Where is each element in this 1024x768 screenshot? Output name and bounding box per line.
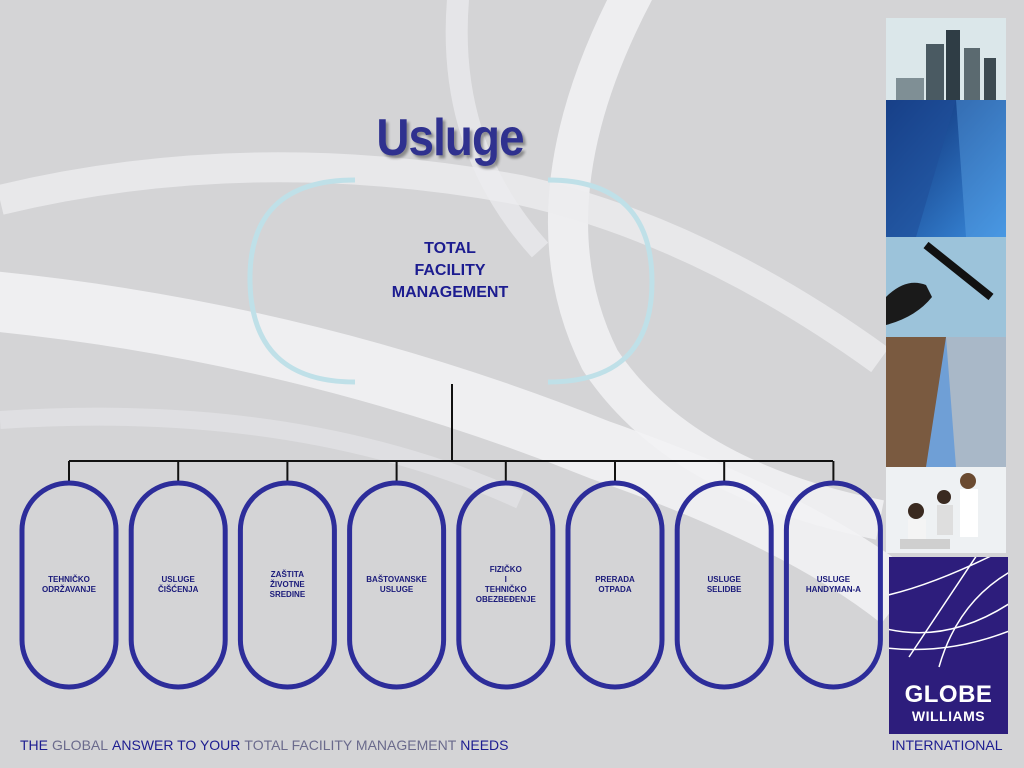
- service-node: [237, 480, 337, 690]
- service-node: [128, 480, 228, 690]
- office-people-photo: [886, 467, 1006, 553]
- service-label-line: ČIŠĆENJA: [157, 585, 199, 594]
- service-node: [783, 480, 883, 690]
- service-label-line: ODRŽAVANJE: [42, 585, 96, 594]
- service-label-line: TEHNIČKO: [48, 575, 90, 584]
- center-ellipse-left-arc: [247, 177, 356, 385]
- service-label-line: HANDYMAN-A: [805, 585, 861, 594]
- service-label-line: USLUGE: [379, 585, 414, 594]
- service-label-line: USLUGE: [707, 575, 741, 584]
- service-node: [456, 480, 556, 690]
- tagline-segment: NEEDS: [460, 737, 509, 753]
- glass-facade-photo: [886, 100, 1006, 237]
- service-label-line: SELIDBE: [706, 585, 742, 594]
- tagline-segment: ANSWER TO YOUR: [112, 737, 241, 753]
- service-node: [674, 480, 774, 690]
- globe-lines-icon: [889, 557, 1008, 668]
- center-label-line: TOTAL: [424, 240, 476, 257]
- skyscrapers-photo: [886, 18, 1006, 100]
- globe-williams-logo: GLOBE WILLIAMS: [889, 557, 1008, 734]
- service-label-line: FIZIČKO: [489, 565, 522, 574]
- slide-title: Usluge: [376, 109, 524, 167]
- photo-strip: [886, 18, 1008, 553]
- service-label-line: I: [504, 575, 507, 584]
- service-label-line: SREDINE: [269, 590, 306, 599]
- service-label-line: BAŠTOVANSKE: [366, 575, 427, 584]
- service-node: [565, 480, 665, 690]
- service-label-line: OBEZBEĐENJE: [475, 595, 536, 604]
- service-node: [19, 480, 119, 690]
- center-ellipse-right-arc: [547, 177, 655, 385]
- center-node-label: TOTAL FACILITY MANAGEMENT: [360, 238, 540, 304]
- service-label-line: PRERADA: [595, 575, 635, 584]
- tagline-segment: THE: [20, 737, 48, 753]
- logo-text-williams: WILLIAMS: [911, 708, 986, 724]
- service-label-line: OTPADA: [598, 585, 632, 594]
- center-label-line: FACILITY: [414, 262, 486, 279]
- towers-upward-photo: [886, 337, 1006, 467]
- logo-text-globe: GLOBE: [904, 681, 993, 708]
- tagline-segment: GLOBAL: [52, 737, 109, 753]
- service-label-line: USLUGE: [161, 575, 195, 584]
- service-label-line: ŽIVOTNE: [270, 580, 305, 589]
- service-label-line: ZAŠTITA: [270, 570, 304, 579]
- window-cleaner-photo: [886, 237, 1006, 337]
- service-node: [347, 480, 447, 690]
- tagline-segment: TOTAL FACILITY MANAGEMENT: [244, 737, 457, 753]
- service-label-line: TEHNIČKO: [484, 585, 527, 594]
- service-label-line: USLUGE: [816, 575, 851, 584]
- center-label-line: MANAGEMENT: [391, 284, 509, 301]
- footer-international: INTERNATIONAL: [891, 737, 1003, 753]
